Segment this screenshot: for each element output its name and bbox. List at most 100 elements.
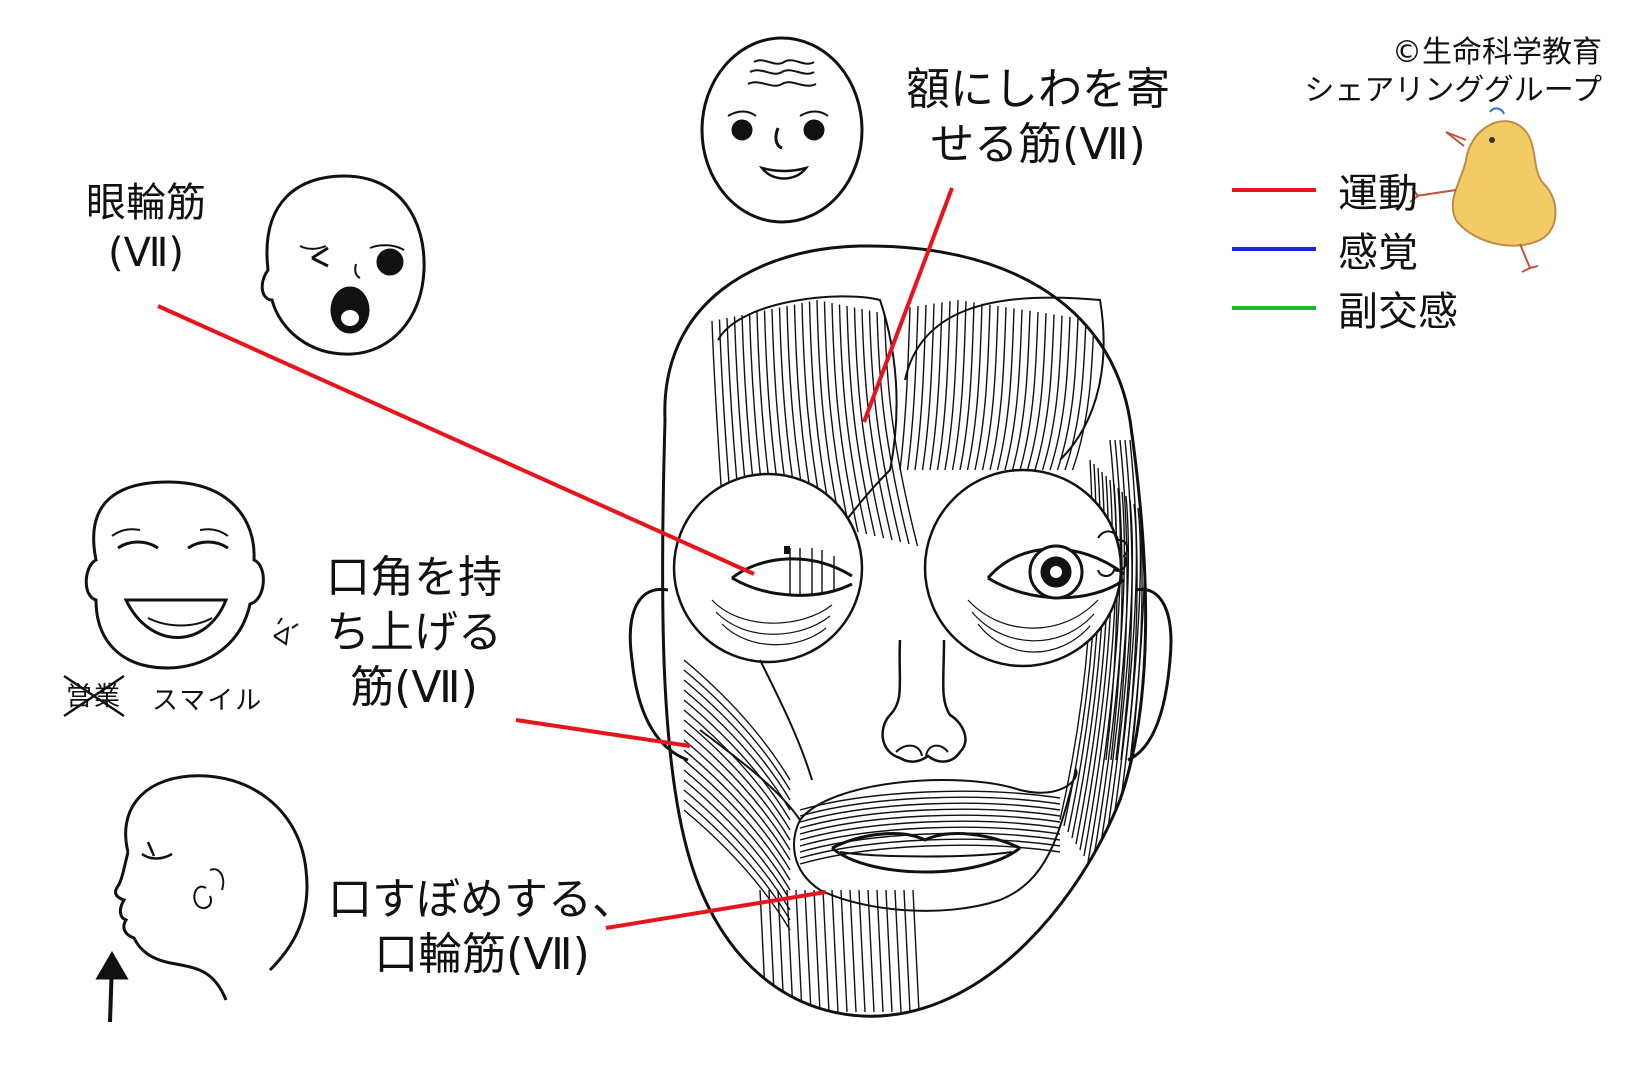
muscle-fiber (683, 769, 791, 891)
legend-item-motor: 運動 (1232, 160, 1458, 219)
legend-item-parasympathetic: 副交感 (1232, 278, 1458, 337)
muscle-fiber (816, 299, 842, 529)
label-levator-line1: 口角を持 (326, 552, 502, 603)
muscle-fiber (876, 889, 884, 1013)
muscle-fiber (1125, 439, 1138, 761)
muscle-fiber (1034, 314, 1055, 471)
smile-caption: スマイル (152, 686, 264, 716)
smile-crossed-word: 営業 (66, 682, 123, 712)
muscle-fiber (683, 719, 791, 841)
muscle-fiber (853, 307, 885, 539)
muscle-fiber (683, 689, 791, 811)
copyright-text: ©生命科学教育 シェアリンググループ (1272, 34, 1602, 109)
muscle-fiber (849, 889, 857, 1013)
muscle-fiber (813, 889, 821, 1013)
muscle-fiber (996, 308, 1015, 471)
muscle-fiber (768, 889, 776, 1013)
legend-label-sensory: 感覚 (1338, 229, 1418, 276)
muscle-fiber (804, 889, 812, 1013)
muscle-fiber (899, 307, 911, 471)
muscle-fiber (683, 669, 791, 791)
muscle-fiber (822, 889, 830, 1013)
muscle-fiber (1011, 310, 1031, 471)
muscle-fiber (868, 310, 902, 543)
muscle-fiber (858, 889, 866, 1013)
legend-swatch-parasympathetic (1232, 305, 1316, 310)
muscle-fiber (1049, 316, 1071, 471)
copyright-line2: シェアリンググループ (1304, 72, 1602, 108)
label-oculi-line1: 眼輪筋 (86, 180, 206, 226)
muscle-fiber (683, 789, 791, 911)
muscle-fiber (840, 889, 848, 1013)
copyright-line1: ©生命科学教育 (1392, 35, 1602, 70)
muscle-fiber (959, 302, 975, 471)
muscle-fiber (683, 729, 791, 851)
forehead-wrinkle-face (700, 36, 864, 224)
muscle-fiber (1115, 439, 1128, 761)
muscle-fiber (1071, 320, 1095, 471)
muscle-fibers (683, 299, 1146, 1013)
muscle-fiber (1004, 309, 1023, 471)
muscle-fiber (846, 305, 876, 537)
muscle-fiber (683, 659, 791, 781)
muscle-fiber (876, 311, 910, 545)
leader-levator (515, 718, 691, 748)
muscle-fiber (914, 304, 927, 471)
legend: 運動 感覚 副交感 (1232, 160, 1458, 337)
label-levator-line3: 筋(Ⅶ) (350, 662, 478, 713)
label-oris-line1: 口すぼめする、 (328, 874, 636, 925)
muscle-fiber (831, 889, 839, 1013)
leader-orbicularis-oculi (157, 304, 755, 576)
muscle-fiber (903, 889, 911, 1013)
label-oris-line2: 口輪筋(Ⅶ) (374, 929, 590, 980)
muscle-fiber (974, 304, 991, 471)
muscle-fiber (683, 699, 791, 821)
muscle-fiber (1087, 487, 1122, 863)
label-frontalis-line2: せる筋(Ⅶ) (930, 119, 1146, 170)
label-frontalis-line1: 額にしわを寄 (906, 64, 1170, 115)
muscle-fiber (1110, 439, 1123, 761)
legend-label-motor: 運動 (1338, 170, 1418, 217)
muscle-fiber (799, 844, 1061, 865)
muscle-fiber (823, 301, 851, 531)
muscle-fiber (683, 749, 791, 871)
muscle-fiber (929, 302, 943, 471)
label-oculi-line2: (Ⅶ) (108, 230, 184, 276)
face-illustration (628, 244, 1173, 1018)
muscle-fiber (1064, 319, 1087, 471)
muscle-fiber (799, 802, 1061, 823)
right-ear (1127, 587, 1173, 762)
right-orbit (923, 468, 1123, 668)
muscle-fiber (1099, 499, 1134, 881)
muscle-fiber (799, 814, 1061, 835)
leader-lines (157, 187, 954, 930)
chick-doodle (1409, 107, 1557, 273)
muscle-fiber (936, 301, 951, 471)
muscle-fiber (799, 808, 1061, 829)
muscle-fiber (759, 889, 767, 1013)
label-frontalis: 額にしわを寄 せる筋(Ⅶ) (906, 62, 1170, 172)
muscle-fiber (1026, 313, 1047, 471)
muscle-fiber (885, 889, 893, 1013)
legend-label-parasympathetic: 副交感 (1338, 288, 1458, 335)
label-orbicularis-oculi: 眼輪筋 (Ⅶ) (86, 178, 206, 278)
muscle-fiber (1041, 315, 1063, 471)
profile-face (95, 774, 309, 1023)
leader-frontalis (862, 187, 954, 423)
left-ear (628, 587, 689, 762)
label-orbicularis-oris: 口すぼめする、 口輪筋(Ⅶ) (328, 872, 636, 982)
muscle-fiber (951, 301, 967, 471)
upper-lip (831, 832, 1021, 850)
label-levator: 口角を持 ち上げる 筋(Ⅶ) (326, 550, 502, 715)
label-levator-line2: ち上げる (326, 607, 502, 658)
muscle-fiber (799, 820, 1061, 841)
muscle-fiber (989, 307, 1007, 471)
muscle-fiber (1120, 439, 1133, 761)
muscle-fiber (683, 779, 791, 901)
muscle-fiber (831, 302, 859, 533)
muscle-fiber (981, 305, 999, 471)
smile-face (63, 480, 299, 718)
muscle-fiber (795, 889, 803, 1013)
legend-swatch-sensory (1232, 246, 1316, 251)
